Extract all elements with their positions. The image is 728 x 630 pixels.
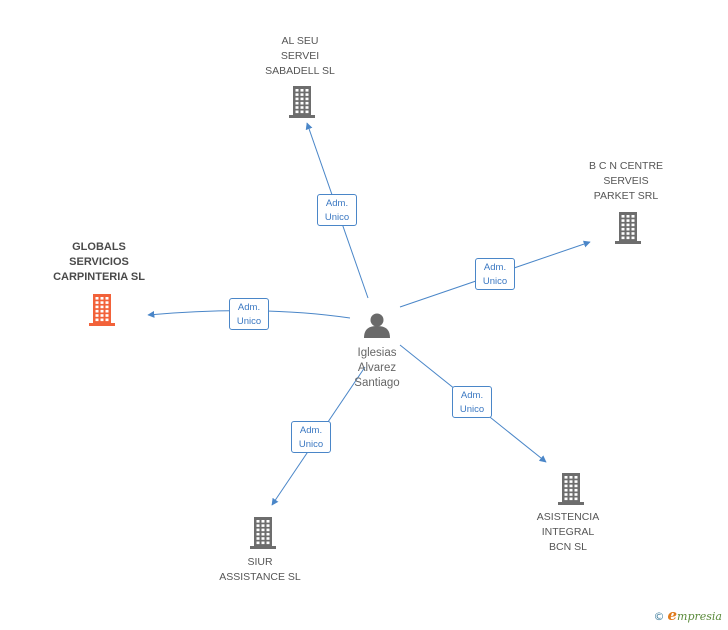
building-icon[interactable]	[615, 212, 641, 244]
building-icon[interactable]	[558, 473, 584, 505]
edge-role-badge: Adm. Unico	[317, 194, 357, 226]
company-label-al-seu[interactable]: AL SEU SERVEI SABADELL SL	[265, 35, 335, 77]
company-label-siur[interactable]: SIUR ASSISTANCE SL	[219, 556, 301, 583]
person-icon	[364, 313, 390, 338]
company-label-bcn-centre[interactable]: B C N CENTRE SERVEIS PARKET SRL	[588, 160, 664, 202]
empresia-watermark: ©empresia	[653, 606, 722, 624]
brand-name: mpresia	[677, 610, 722, 623]
company-label-globals[interactable]: GLOBALS SERVICIOS CARPINTERIA SL	[53, 241, 145, 283]
edge-role-badge: Adm. Unico	[291, 421, 331, 453]
center-person-label[interactable]: Iglesias Alvarez Santiago	[354, 347, 400, 389]
building-icon[interactable]	[289, 86, 315, 118]
edge-role-badge: Adm. Unico	[452, 386, 492, 418]
edge-role-badge: Adm. Unico	[229, 298, 269, 330]
company-label-asistencia[interactable]: ASISTENCIA INTEGRAL BCN SL	[536, 511, 600, 553]
building-icon[interactable]	[89, 294, 115, 326]
brand-initial: e	[667, 606, 678, 624]
edge-role-badge: Adm. Unico	[475, 258, 515, 290]
building-icon[interactable]	[250, 517, 276, 549]
copyright-symbol: ©	[653, 610, 665, 623]
